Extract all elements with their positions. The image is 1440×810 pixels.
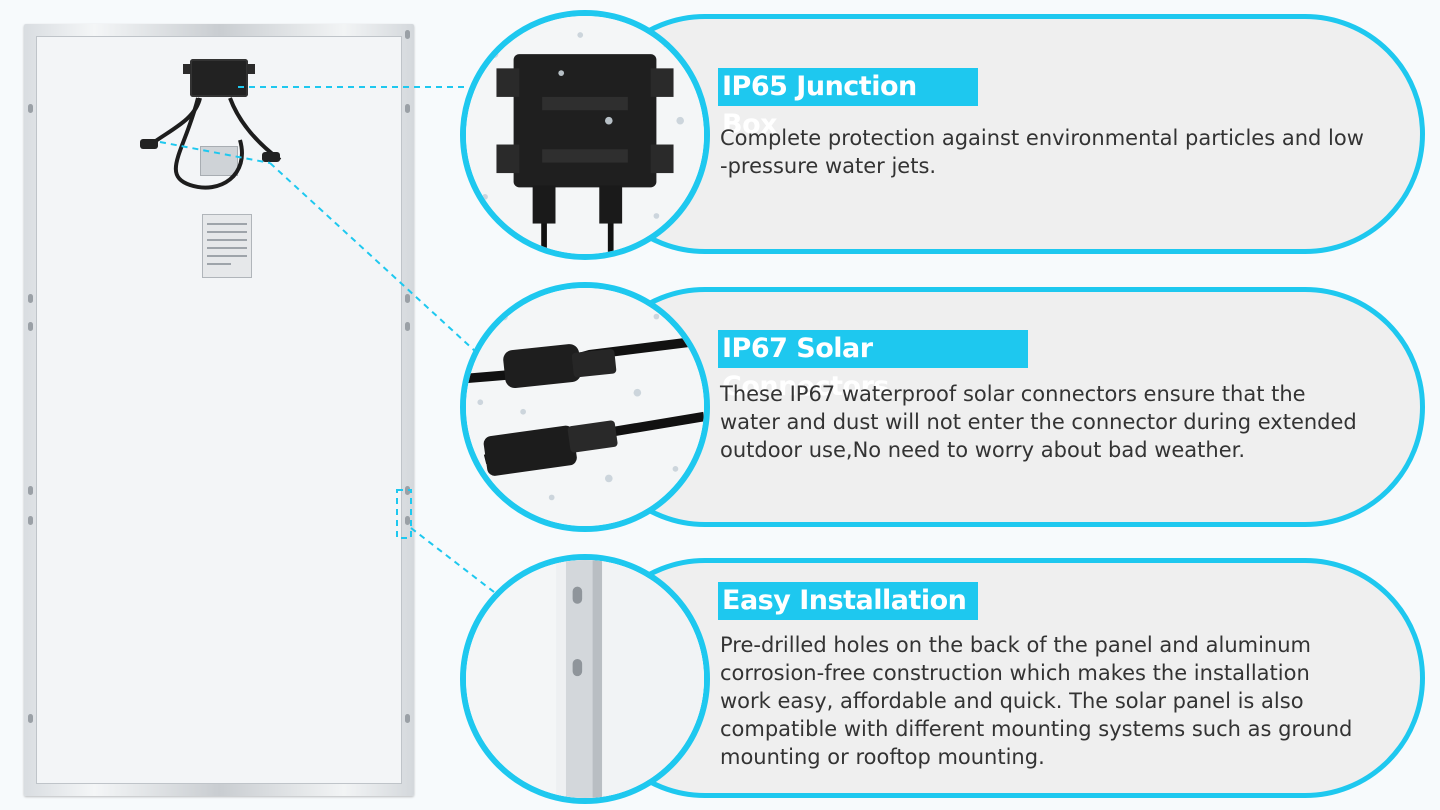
mounting-hole-icon bbox=[405, 104, 410, 113]
description-line: These IP67 waterproof solar connectors e… bbox=[720, 382, 1306, 406]
mounting-hole-icon bbox=[405, 322, 410, 331]
mounting-hole-icon bbox=[405, 294, 410, 303]
mounting-hole-icon bbox=[405, 486, 410, 495]
feature-description-installation: Pre-drilled holes on the back of the pan… bbox=[720, 631, 1400, 771]
feature-card-connectors bbox=[585, 287, 1425, 527]
feature-card-junction-box bbox=[585, 14, 1425, 254]
mounting-hole-icon bbox=[28, 516, 33, 525]
mounting-hole-icon bbox=[405, 30, 410, 39]
mounting-hole-icon bbox=[28, 104, 33, 113]
feature-title-installation: Easy Installation bbox=[718, 582, 978, 620]
feature-title-junction-box: IP65 Junction Box bbox=[718, 68, 978, 140]
mounting-hole-icon bbox=[28, 714, 33, 723]
solar-panel-back-icon bbox=[24, 24, 414, 796]
mounting-hole-icon bbox=[28, 294, 33, 303]
description-line: -pressure water jets. bbox=[720, 154, 937, 178]
aluminum-frame-photo-icon bbox=[460, 554, 710, 804]
feature-description-junction-box: Complete protection against environmenta… bbox=[720, 124, 1400, 180]
description-line: Pre-drilled holes on the back of the pan… bbox=[720, 633, 1311, 657]
description-line: mounting or rooftop mounting. bbox=[720, 745, 1045, 769]
mounting-hole-icon bbox=[28, 322, 33, 331]
description-line: compatible with different mounting syste… bbox=[720, 717, 1353, 741]
junction-box-photo-icon bbox=[460, 10, 710, 260]
feature-description-connectors: These IP67 waterproof solar connectors e… bbox=[720, 380, 1400, 464]
description-line: Complete protection against environmenta… bbox=[720, 126, 1364, 150]
solar-connector-photo-icon bbox=[460, 282, 710, 532]
spec-sticker-small-icon bbox=[200, 146, 238, 176]
junction-box-icon bbox=[183, 59, 255, 97]
description-line: outdoor use,No need to worry about bad w… bbox=[720, 438, 1246, 462]
feature-title-connectors: IP67 Solar Connectors bbox=[718, 330, 1028, 402]
description-line: work easy, affordable and quick. The sol… bbox=[720, 689, 1304, 713]
spec-label-icon bbox=[202, 214, 252, 278]
mounting-hole-icon bbox=[405, 714, 410, 723]
description-line: water and dust will not enter the connec… bbox=[720, 410, 1357, 434]
mounting-hole-icon bbox=[405, 516, 410, 525]
mounting-hole-icon bbox=[28, 486, 33, 495]
description-line: corrosion-free construction which makes … bbox=[720, 661, 1310, 685]
